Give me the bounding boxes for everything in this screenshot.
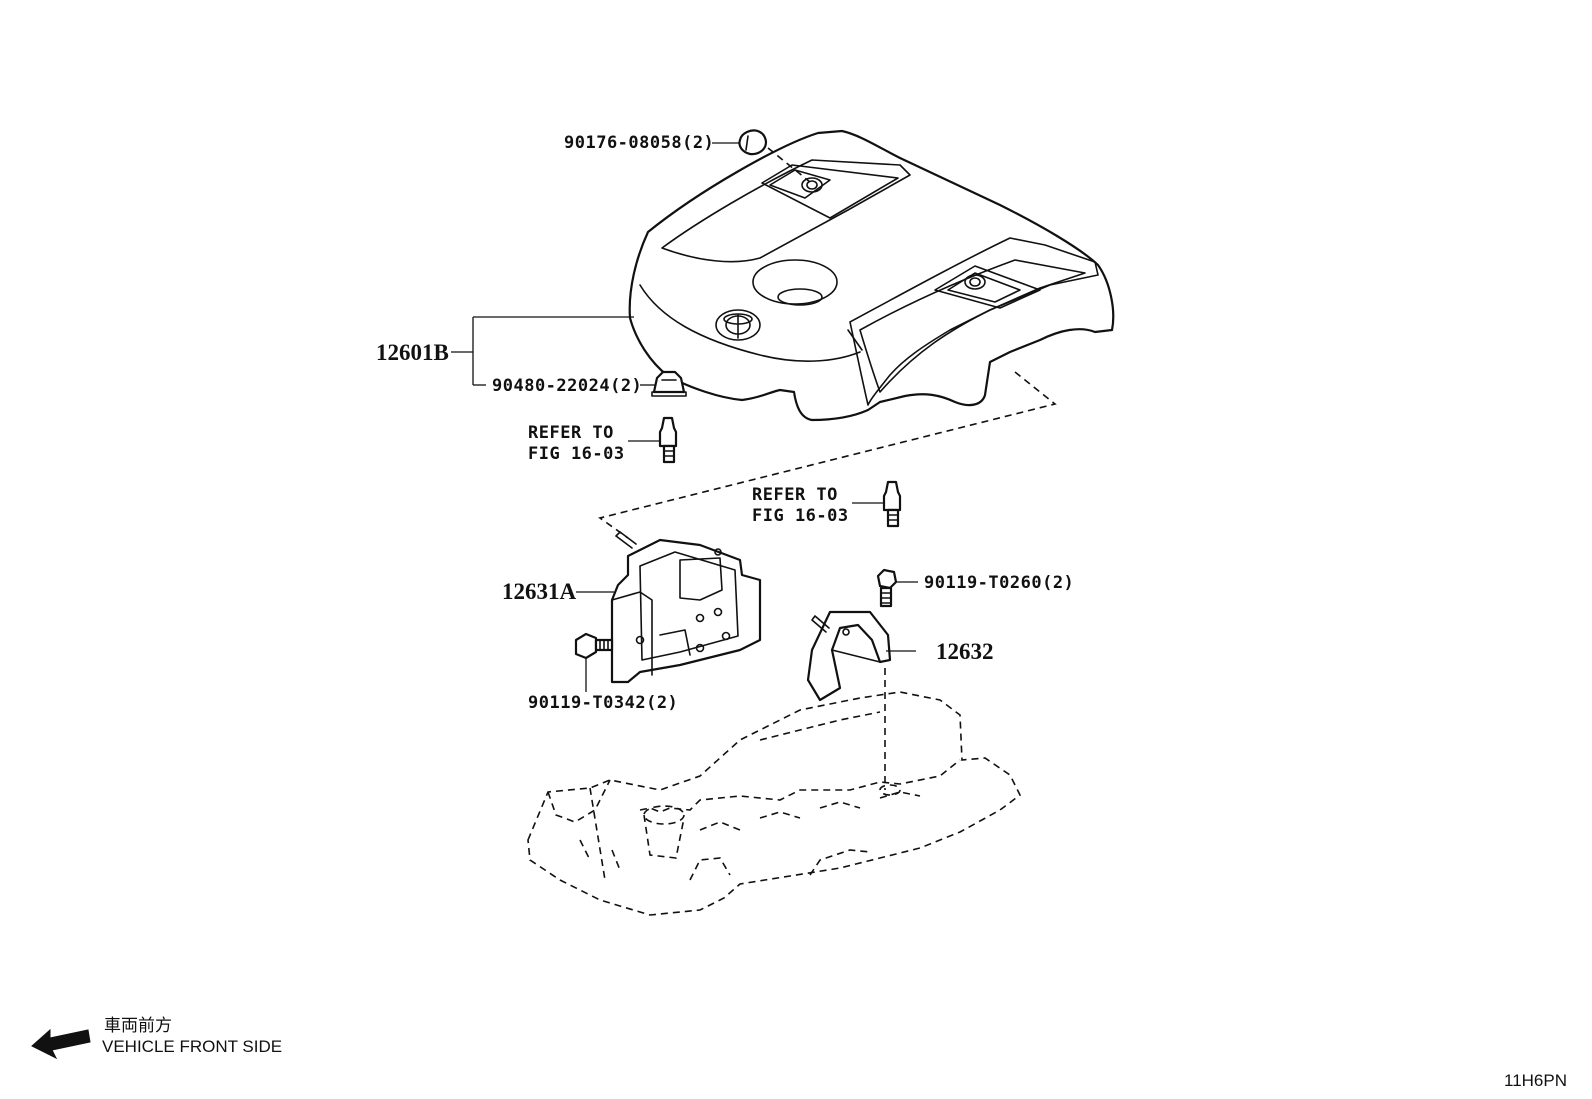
direction-label-en: VEHICLE FRONT SIDE (102, 1037, 282, 1056)
callout-bolt-t0342: 90119-T0342(2) (528, 693, 678, 713)
callout-bolt-t0260: 90119-T0260(2) (924, 573, 1074, 593)
bolt-icon (876, 568, 898, 608)
bracket-12632 (806, 610, 892, 702)
callout-bracket-b: 12632 (936, 639, 994, 664)
callout-cushion: 90480-22024(2) (492, 376, 642, 396)
bolt-icon (574, 632, 614, 660)
cushion-icon (651, 370, 687, 397)
callout-grommet: 90176-08058(2) (564, 133, 714, 153)
direction-label-jp: 車両前方 (104, 1016, 172, 1035)
clip-bolt-icon (882, 480, 902, 528)
callout-bracket-a: 12631A (502, 579, 577, 604)
engine-cover (628, 129, 1115, 422)
clip-bolt-icon (658, 416, 678, 464)
refer-note-1-line2: FIG 16-03 (528, 444, 625, 464)
refer-note-2-line1: REFER TO (752, 485, 838, 505)
refer-note-1-line1: REFER TO (528, 423, 614, 443)
cylinder-head-cover (527, 691, 1022, 916)
bracket-12631a (610, 531, 762, 684)
emblem-icon (715, 309, 761, 341)
grommet-icon (738, 129, 768, 156)
figure-code: 11H6PN (1504, 1071, 1567, 1090)
callout-engine-cover: 12601B (376, 340, 449, 365)
refer-note-2-line2: FIG 16-03 (752, 506, 849, 526)
front-arrow-icon (31, 1028, 91, 1060)
